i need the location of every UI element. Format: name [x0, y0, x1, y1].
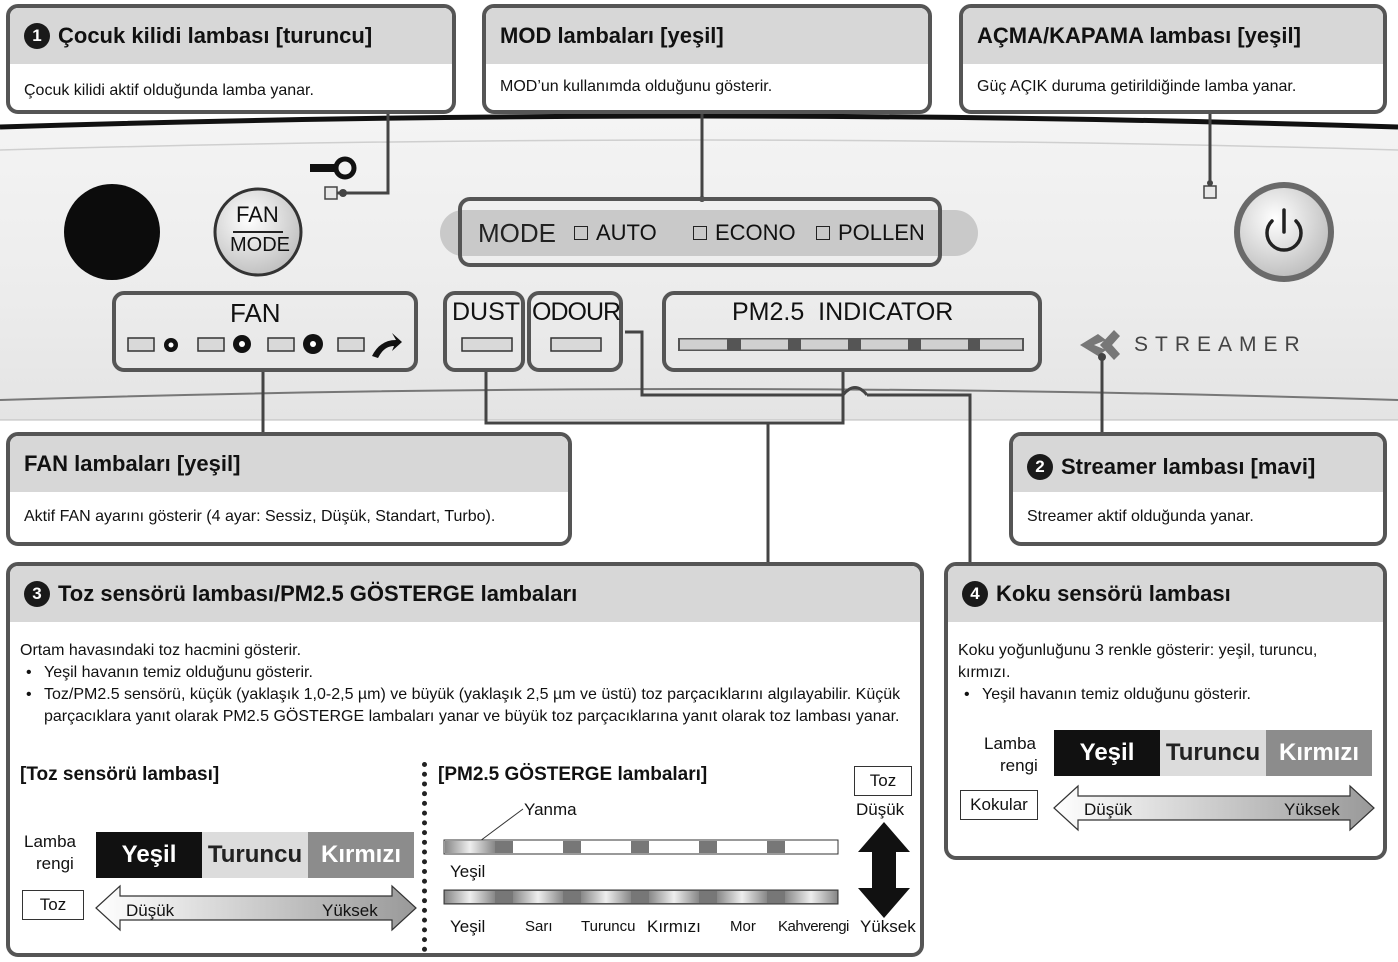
odour-scale-high: Yüksek	[1284, 800, 1340, 819]
callout-title: Koku sensörü lambası	[996, 581, 1231, 606]
mode-item-pollen: POLLEN	[816, 220, 925, 246]
mode-panel-outline	[458, 197, 942, 267]
callout-number: 2	[1027, 454, 1053, 480]
streamer-logo-text: STREAMER	[1134, 333, 1307, 356]
mode-item-econo: ECONO	[693, 220, 796, 246]
pm25-color-purple: Mor	[730, 918, 756, 935]
pm25-green-single-label: Yeşil	[450, 862, 486, 881]
lamp-color-label-1: Lamba	[24, 832, 76, 851]
fan-turbo-icon	[372, 333, 402, 358]
fan-panel-label: FAN	[230, 298, 281, 328]
pm25-led-rows	[443, 808, 839, 905]
mode-checkbox-icon	[574, 226, 588, 240]
dust-lamp-heading: [Toz sensörü lambası]	[20, 764, 220, 785]
color-cell-orange: Turuncu	[202, 832, 308, 878]
callout-number: 4	[962, 581, 988, 607]
callout-power: AÇMA/KAPAMA lambası [yeşil] Güç AÇIK dur…	[959, 4, 1387, 114]
fan-mode-button-label-top: FAN	[236, 202, 279, 227]
odour-description: Koku yoğunluğunu 3 renkle gösterir: yeşi…	[958, 640, 1318, 706]
odour-lamp-label-2: rengi	[1000, 756, 1038, 775]
odour-lamp-label-1: Lamba	[984, 734, 1036, 753]
mode-checkbox-icon	[693, 226, 707, 240]
mode-item-auto: AUTO	[574, 220, 657, 246]
odour-scale-low: Düşük	[1084, 800, 1133, 819]
pm25-scale-high: Yüksek	[860, 917, 916, 936]
pm25-lamp-heading: [PM2.5 GÖSTERGE lambaları]	[438, 764, 708, 785]
dust-intro: Ortam havasındaki toz hacmini gösterir.	[20, 642, 302, 659]
dust-panel-outline	[443, 291, 525, 372]
pm25-scale-low: Düşük	[856, 800, 905, 819]
odour-color-cell-orange: Turuncu	[1160, 730, 1266, 776]
fan-panel-outline	[112, 291, 418, 372]
callout-streamer: 2 Streamer lambası [mavi] Streamer aktif …	[1009, 432, 1387, 546]
dust-description: Ortam havasındaki toz hacmini gösterir. …	[20, 640, 910, 728]
fan-mode-button-label-bottom: MODE	[230, 234, 290, 256]
odour-panel-outline	[527, 291, 623, 372]
callout-number: 3	[24, 581, 50, 607]
mode-panel-label: MODE	[478, 218, 556, 248]
dust-scale-low: Düşük	[126, 901, 175, 920]
pm25-color-yellow: Sarı	[525, 918, 553, 935]
pm25-color-green: Yeşil	[450, 917, 486, 936]
color-cell-green: Yeşil	[96, 832, 202, 878]
power-icon	[1265, 208, 1303, 252]
fan-low-icon	[233, 335, 251, 353]
pm25-color-brown: Kahverengi	[778, 918, 849, 935]
callout-body: Güç AÇIK duruma getirildiğinde lamba yan…	[977, 78, 1297, 95]
dust-scale-high: Yüksek	[322, 901, 378, 920]
fan-mode-button[interactable]	[215, 189, 301, 275]
callout-title: Toz sensörü lambası/PM2.5 GÖSTERGE lamba…	[58, 581, 578, 606]
double-arrow-icon	[858, 822, 910, 918]
dust-scale-arrow	[95, 884, 417, 932]
odour-panel-label: ODOUR	[532, 298, 621, 326]
callout-title: FAN lambaları [yeşil]	[10, 436, 568, 492]
pm25-color-red: Kırmızı	[647, 917, 701, 936]
odour-scale-arrow	[1053, 784, 1375, 832]
callout-title: Çocuk kilidi lambası [turuncu]	[58, 23, 373, 48]
power-button[interactable]	[1234, 182, 1334, 282]
callout-body: Streamer aktif olduğunda yanar.	[1027, 508, 1254, 525]
mode-checkbox-icon	[816, 226, 830, 240]
callout-body: Aktif FAN ayarını gösterir (4 ayar: Sess…	[24, 508, 496, 525]
streamer-logo-icon	[1080, 330, 1120, 360]
callout-child-lock: 1 Çocuk kilidi lambası [turuncu] Çocuk ki…	[6, 4, 456, 114]
callout-body: MOD’un kullanımda olduğunu gösterir.	[500, 78, 773, 95]
lamp-color-label-2: rengi	[36, 854, 74, 873]
callout-body: Çocuk kilidi aktif olduğunda lamba yanar…	[24, 82, 314, 99]
pm25-color-orange: Turuncu	[581, 918, 636, 935]
callout-dust: 3 Toz sensörü lambası/PM2.5 GÖSTERGE lamb…	[6, 562, 924, 957]
yanma-label: Yanma	[524, 800, 577, 819]
odour-scale-label: Kokular	[960, 790, 1038, 820]
callout-mode: MOD lambaları [yeşil] MOD’un kullanımda …	[482, 4, 932, 114]
odour-color-cell-red: Kırmızı	[1266, 730, 1372, 776]
key-icon	[310, 156, 357, 180]
pm25-panel-outline	[662, 291, 1042, 372]
callout-title: MOD lambaları [yeşil]	[486, 8, 928, 64]
section-divider	[422, 762, 427, 952]
odour-color-cell-green: Yeşil	[1054, 730, 1160, 776]
dust-panel-label: DUST	[452, 298, 521, 326]
fan-standard-icon	[303, 334, 323, 354]
dust-bullet: Yeşil havanın temiz olduğunu gösterir.	[20, 662, 910, 684]
dust-bullet: Toz/PM2.5 sensörü, küçük (yaklaşık 1,0-2…	[20, 684, 910, 728]
callout-title: Streamer lambası [mavi]	[1061, 454, 1316, 479]
fan-silent-icon	[164, 338, 178, 352]
callout-fan: FAN lambaları [yeşil] Aktif FAN ayarını …	[6, 432, 572, 546]
odour-body: Koku yoğunluğunu 3 renkle gösterir: yeşi…	[958, 642, 1318, 681]
callout-number: 1	[24, 23, 50, 49]
callout-title: AÇMA/KAPAMA lambası [yeşil]	[963, 8, 1383, 64]
color-cell-red: Kırmızı	[308, 832, 414, 878]
dust-scale-label: Toz	[22, 890, 84, 920]
callout-odour: 4 Koku sensörü lambası Koku yoğunluğunu 3…	[944, 562, 1387, 860]
odour-bullet: Yeşil havanın temiz olduğunu gösterir.	[958, 684, 1318, 706]
pm25-panel-label: PM2.5 INDICATOR	[732, 298, 954, 326]
pm25-toz-label: Toz	[854, 766, 912, 796]
